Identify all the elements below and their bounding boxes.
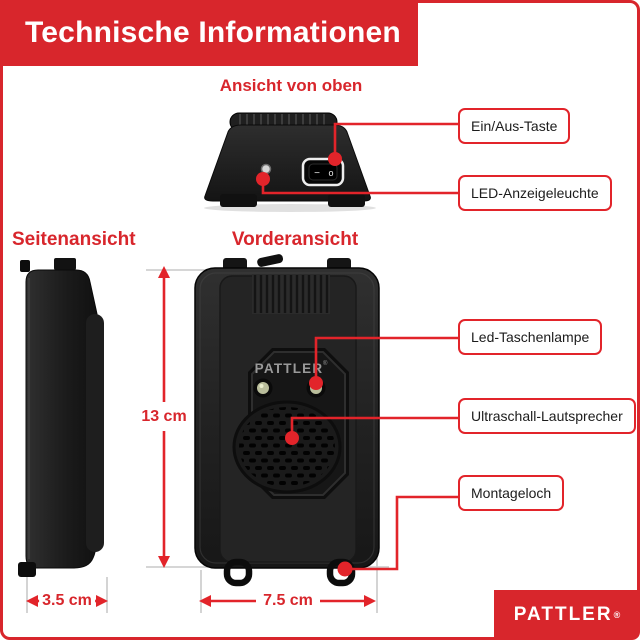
device-front-view: PATTLER ® [194, 254, 380, 587]
depth-arrowhead-left [26, 595, 38, 607]
device-side-view [18, 258, 104, 577]
speaker-callout-dot [285, 431, 299, 445]
switch-on-mark: o [328, 168, 333, 178]
side-front-bulge [86, 314, 104, 552]
side-top-tab [20, 260, 30, 272]
device-brand-text: PATTLER [255, 361, 324, 376]
depth-arrowhead-right [96, 595, 108, 607]
flashlight-led-left [253, 378, 273, 398]
page-title: Technische Informationen [25, 16, 401, 49]
led-indicator-callout-line [261, 178, 458, 195]
flashlight-callout-dot [309, 376, 323, 390]
callout-label-led-indicator: LED-Anzeigeleuchte [458, 175, 612, 211]
side-bottom-foot [18, 562, 36, 577]
front-ribs [252, 274, 330, 314]
callout-label-flashlight: Led-Taschenlampe [458, 319, 603, 355]
switch-off-mark: − [314, 168, 320, 179]
height-arrowhead-down [158, 556, 170, 568]
led-indicator-callout-dot [256, 172, 270, 186]
callout-label-speaker: Ultraschall-Lautsprecher [458, 398, 636, 434]
mounting-callout-dot [337, 561, 353, 577]
side-top-clip [54, 258, 76, 270]
front-top-lever [257, 254, 284, 267]
mounting-loop-left [223, 558, 253, 587]
top-view-heading: Ansicht von oben [219, 76, 363, 95]
device-brand-registered-mark: ® [323, 360, 328, 367]
power-callout-line [333, 122, 458, 159]
top-left-foot [220, 194, 257, 207]
top-right-foot [328, 194, 365, 207]
brand-logo-block: PATTLER® [494, 590, 640, 640]
height-arrowhead-up [158, 266, 170, 278]
brand-logo-text: PATTLER [513, 604, 613, 625]
depth-dimension-label: 3.5 cm [39, 592, 95, 610]
callout-label-mounting: Montageloch [458, 475, 565, 511]
device-top-view: − o [204, 112, 376, 212]
side-view-heading: Seitenansicht [12, 229, 136, 250]
speaker-grille [232, 400, 342, 494]
height-dimension-label: 13 cm [138, 408, 190, 426]
title-banner: Technische Informationen [0, 0, 418, 66]
mounting-callout-line [345, 495, 458, 571]
callout-label-power: Ein/Aus-Taste [458, 108, 571, 144]
mounting-loop-right [326, 558, 356, 587]
width-arrowhead-left [199, 595, 211, 607]
registered-trademark-mark: ® [613, 610, 621, 620]
power-callout-dot [328, 152, 342, 166]
width-arrowhead-right [364, 595, 376, 607]
front-view-heading: Vorderansicht [231, 229, 359, 250]
flashlight-callout-line [314, 336, 458, 383]
speaker-callout-line [290, 416, 458, 438]
width-dimension-label: 7.5 cm [260, 592, 316, 610]
